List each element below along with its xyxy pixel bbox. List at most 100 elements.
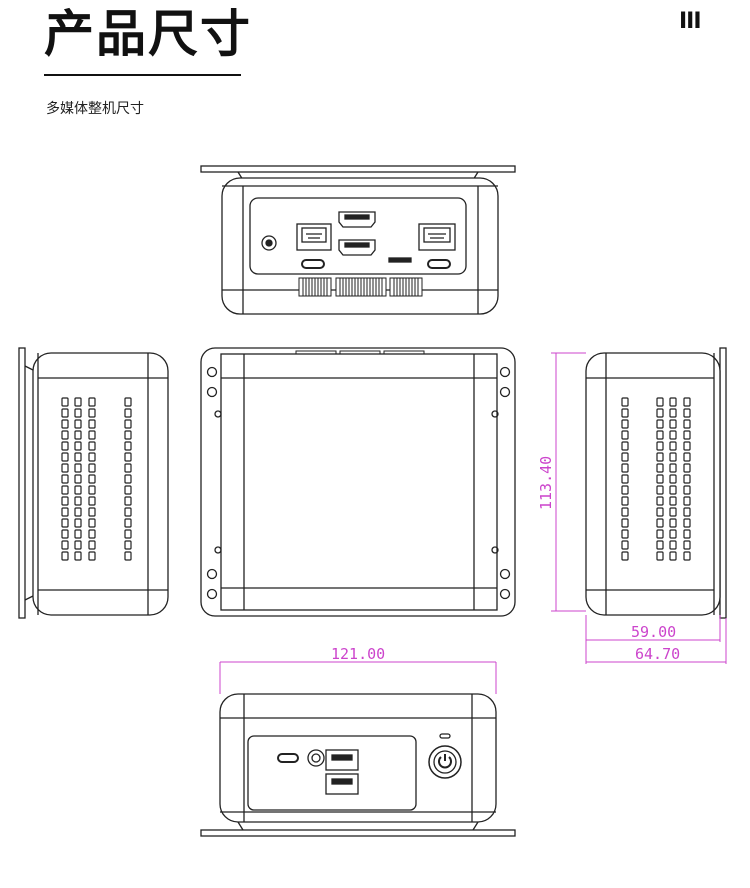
vent-slot	[88, 551, 96, 561]
vent-slot	[88, 518, 96, 528]
vent-slot	[74, 518, 82, 528]
vent-slot	[61, 397, 69, 407]
hdmi-port-icon	[338, 239, 376, 256]
corner-mark: III	[679, 9, 702, 34]
vent-slot	[124, 496, 132, 506]
vent-slot	[61, 551, 69, 561]
vent-slot	[88, 463, 96, 473]
vent-slot	[669, 430, 677, 440]
vent-slot	[669, 485, 677, 495]
page-title: 产品尺寸	[44, 5, 252, 63]
vent-slot	[656, 408, 664, 418]
vent-slot	[124, 452, 132, 462]
vent-slot	[621, 474, 629, 484]
vent-slot	[61, 518, 69, 528]
vent-slot	[124, 463, 132, 473]
vent-slot	[669, 419, 677, 429]
vent-slot	[124, 419, 132, 429]
vent-slot	[74, 463, 82, 473]
vent-slot	[621, 551, 629, 561]
vent-slot	[669, 463, 677, 473]
vent-slot	[621, 452, 629, 462]
vent-slot	[621, 419, 629, 429]
vent-slot	[621, 518, 629, 528]
usb-c-port-icon	[301, 259, 325, 269]
vent-slot	[683, 518, 691, 528]
vent-slot	[683, 551, 691, 561]
vent-slot	[656, 430, 664, 440]
vent-slot	[124, 397, 132, 407]
vent-slot	[61, 485, 69, 495]
vent-slot	[124, 408, 132, 418]
vent-slot	[61, 441, 69, 451]
vent-slot	[74, 474, 82, 484]
vent-slot	[621, 529, 629, 539]
top-view	[200, 165, 516, 315]
vent-slot	[683, 441, 691, 451]
vent-slot	[669, 551, 677, 561]
vent-slot	[88, 496, 96, 506]
vent-slot	[124, 518, 132, 528]
vent-slot	[656, 496, 664, 506]
vent-slot	[61, 408, 69, 418]
vent-slot	[621, 430, 629, 440]
vent-slot	[61, 419, 69, 429]
vent-slot	[683, 485, 691, 495]
vent-slot	[683, 463, 691, 473]
width-dimension-label: 121.00	[331, 645, 385, 663]
vent-slot	[683, 419, 691, 429]
vent-slot	[124, 540, 132, 550]
vent-slot	[656, 452, 664, 462]
vent-slot	[683, 474, 691, 484]
vent-slot	[74, 540, 82, 550]
vent-slot	[656, 419, 664, 429]
vent-slot	[88, 397, 96, 407]
vent-slot	[74, 529, 82, 539]
vent-slot	[621, 485, 629, 495]
title-underline	[44, 74, 241, 76]
vent-slot	[124, 474, 132, 484]
vent-slot	[61, 496, 69, 506]
vent-slot	[621, 441, 629, 451]
right-side-view	[585, 347, 727, 619]
vent-slot	[74, 485, 82, 495]
power-icon	[261, 235, 277, 251]
vent-slot	[656, 540, 664, 550]
vent-slot	[74, 507, 82, 517]
vent-slot	[124, 507, 132, 517]
vent-slot	[88, 529, 96, 539]
vent-slot	[88, 507, 96, 517]
vent-slot	[669, 507, 677, 517]
vent-slot	[74, 430, 82, 440]
vent-slot	[61, 507, 69, 517]
vent-slot	[669, 408, 677, 418]
vent-slot	[656, 485, 664, 495]
vent-slot	[61, 452, 69, 462]
vent-slot	[683, 496, 691, 506]
vent-slot	[669, 496, 677, 506]
vent-slot	[88, 441, 96, 451]
depth-total-dimension-label: 64.70	[635, 645, 680, 663]
vent-slot	[669, 397, 677, 407]
vent-slot	[88, 419, 96, 429]
usb-c-port-icon	[277, 753, 299, 763]
vent-slot	[621, 397, 629, 407]
front-view	[200, 347, 516, 617]
vent-slot	[683, 397, 691, 407]
ethernet-port-icon	[418, 223, 456, 251]
hdmi-port-icon	[338, 211, 376, 228]
vent-slot	[61, 529, 69, 539]
usb-a-port-icon	[325, 773, 359, 795]
vent-slot	[74, 397, 82, 407]
vent-slot	[656, 507, 664, 517]
vent-slot	[669, 441, 677, 451]
vent-slot	[88, 474, 96, 484]
vent-slot	[683, 430, 691, 440]
vent-slot	[656, 551, 664, 561]
ethernet-port-icon	[296, 223, 332, 251]
vent-slot	[88, 452, 96, 462]
left-side-view	[18, 347, 169, 619]
vent-slot	[656, 463, 664, 473]
vent-slot	[124, 441, 132, 451]
